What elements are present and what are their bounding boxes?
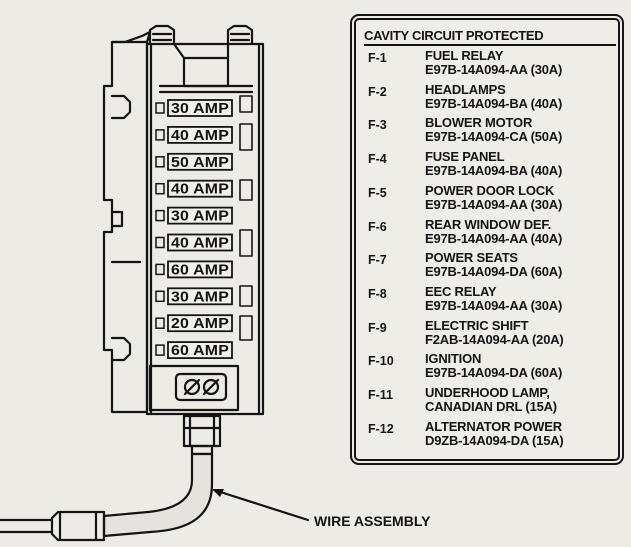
fuse-label: 30 AMP — [171, 289, 229, 305]
part-number: E97B-14A094-BA (40A) — [425, 95, 563, 111]
top-window — [182, 56, 230, 88]
fuse-slot — [167, 206, 233, 225]
fuse-slot — [167, 287, 233, 306]
part-number: D9ZB-14A094-DA (15A) — [425, 432, 564, 448]
fuse-slot — [167, 260, 233, 279]
fuse-slot-tab — [155, 263, 165, 276]
part-number: E97B-14A094-AA (40A) — [425, 230, 563, 246]
circuit-name: ELECTRIC SHIFT — [425, 317, 529, 333]
fuse-slot — [167, 233, 233, 252]
cavity-id: F-6 — [368, 219, 387, 234]
fuse-slot-tab — [155, 290, 165, 303]
circuit-name: REAR WINDOW DEF. — [425, 216, 552, 232]
fuse-slot-tab — [155, 102, 165, 114]
fuse-label: 40 AMP — [171, 182, 229, 198]
legend-row: F-11 UNDERHOOD LAMP,CANADIAN DRL (15A) — [352, 385, 622, 419]
cavity-id: F-3 — [368, 118, 387, 133]
mounting-clip-3 — [110, 336, 132, 362]
legend-row: F-6 REAR WINDOW DEF.E97B-14A094-AA (40A) — [352, 217, 622, 251]
top-latch-left — [148, 24, 176, 46]
fuse-slot-tab — [155, 317, 165, 329]
legend-header: CAVITY CIRCUIT PROTECTED — [364, 28, 616, 46]
fuse-label: 60 AMP — [171, 262, 229, 278]
fuse-slot — [167, 314, 233, 333]
cavity-id: F-9 — [368, 320, 387, 335]
fuse-label: 30 AMP — [171, 209, 229, 225]
wire-harness — [102, 452, 214, 538]
fuse-slot — [167, 179, 233, 198]
cavity-id: F-12 — [368, 421, 394, 436]
cavity-id: F-7 — [368, 253, 387, 268]
part-number: CANADIAN DRL (15A) — [425, 399, 557, 414]
fuse-label: 30 AMP — [171, 101, 229, 117]
part-number: E97B-14A094-DA (60A) — [425, 264, 563, 280]
fuse-block-body — [145, 42, 265, 416]
fuse-slot-tab — [155, 156, 165, 168]
cavity-id: F-8 — [368, 286, 387, 301]
part-number: E97B-14A094-BA (40A) — [425, 163, 563, 179]
cavity-id: F-5 — [368, 185, 387, 200]
terminal-right — [202, 378, 220, 396]
side-ribs — [239, 95, 253, 341]
circuit-name: UNDERHOOD LAMP, — [425, 385, 550, 400]
fuse-slot — [167, 99, 233, 117]
circuit-name: HEADLAMPS — [425, 81, 506, 97]
part-number: F2AB-14A094-AA (20A) — [425, 331, 564, 347]
fuse-slot — [167, 126, 233, 144]
part-number: E97B-14A094-AA (30A) — [425, 62, 563, 77]
circuit-name: ALTERNATOR POWER — [425, 418, 562, 434]
fuse-box-housing-top — [110, 30, 152, 44]
fuse-slot-tab — [155, 129, 165, 141]
cavity-id: F-4 — [368, 152, 387, 167]
fuse-slot-tab — [155, 344, 165, 356]
mounting-clip-2 — [110, 210, 124, 228]
callout-arrowhead — [212, 489, 224, 497]
fuse-slot — [167, 341, 233, 360]
part-number: E97B-14A094-DA (60A) — [425, 365, 563, 381]
inline-connector — [40, 510, 106, 542]
circuit-name: EEC RELAY — [425, 283, 497, 299]
fuse-slot — [167, 152, 233, 171]
fuse-label: 40 AMP — [171, 236, 229, 252]
fuse-label: 40 AMP — [171, 128, 229, 144]
cavity-id: F-10 — [368, 354, 394, 369]
fuse-label: 60 AMP — [171, 343, 229, 359]
wire-assembly-label: WIRE ASSEMBLY — [314, 513, 431, 529]
circuit-name: IGNITION — [425, 351, 482, 367]
cavity-id: F-2 — [368, 84, 387, 99]
circuit-name: POWER DOOR LOCK — [425, 182, 555, 198]
mounting-clip-1 — [110, 94, 132, 120]
part-number: E97B-14A094-AA (30A) — [425, 196, 563, 212]
top-latch-right — [226, 24, 254, 46]
fuse-slot-tab — [155, 182, 165, 195]
cavity-id: F-1 — [368, 51, 387, 65]
fuse-slot-tab — [155, 209, 165, 222]
fuse-label: 20 AMP — [171, 316, 229, 332]
terminal-left — [183, 378, 201, 396]
circuit-name: FUSE PANEL — [425, 149, 505, 165]
part-number: E97B-14A094-CA (50A) — [425, 129, 563, 145]
fuse-label: 50 AMP — [171, 155, 229, 171]
part-number: E97B-14A094-AA (30A) — [425, 297, 563, 313]
circuit-name: FUEL RELAY — [425, 48, 504, 63]
cavity-id: F-11 — [368, 388, 394, 402]
circuit-name: BLOWER MOTOR — [425, 115, 533, 131]
connector-block — [148, 364, 240, 412]
fuse-slot-tab — [155, 236, 165, 249]
callout-leader — [212, 488, 310, 522]
circuit-name: POWER SEATS — [425, 250, 518, 266]
